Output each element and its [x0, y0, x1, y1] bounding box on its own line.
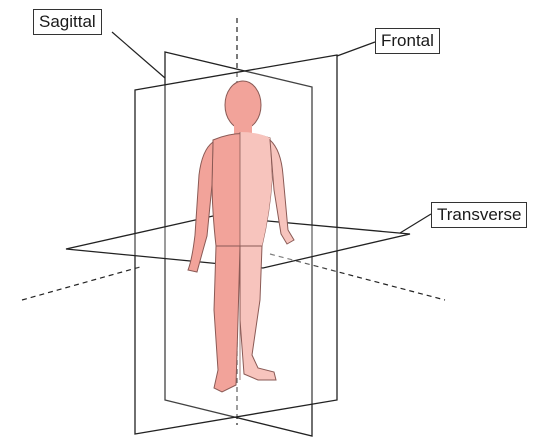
- transverse-label: Transverse: [431, 202, 527, 228]
- sagittal-leader-line: [112, 32, 165, 78]
- frontal-label: Frontal: [375, 28, 440, 54]
- sagittal-label: Sagittal: [33, 9, 102, 35]
- frontal-leader-line: [337, 42, 375, 56]
- transverse-leader-line: [400, 214, 431, 233]
- lateral-axis: [22, 267, 140, 300]
- figure-left-leg: [214, 246, 240, 392]
- figure-head: [225, 81, 261, 129]
